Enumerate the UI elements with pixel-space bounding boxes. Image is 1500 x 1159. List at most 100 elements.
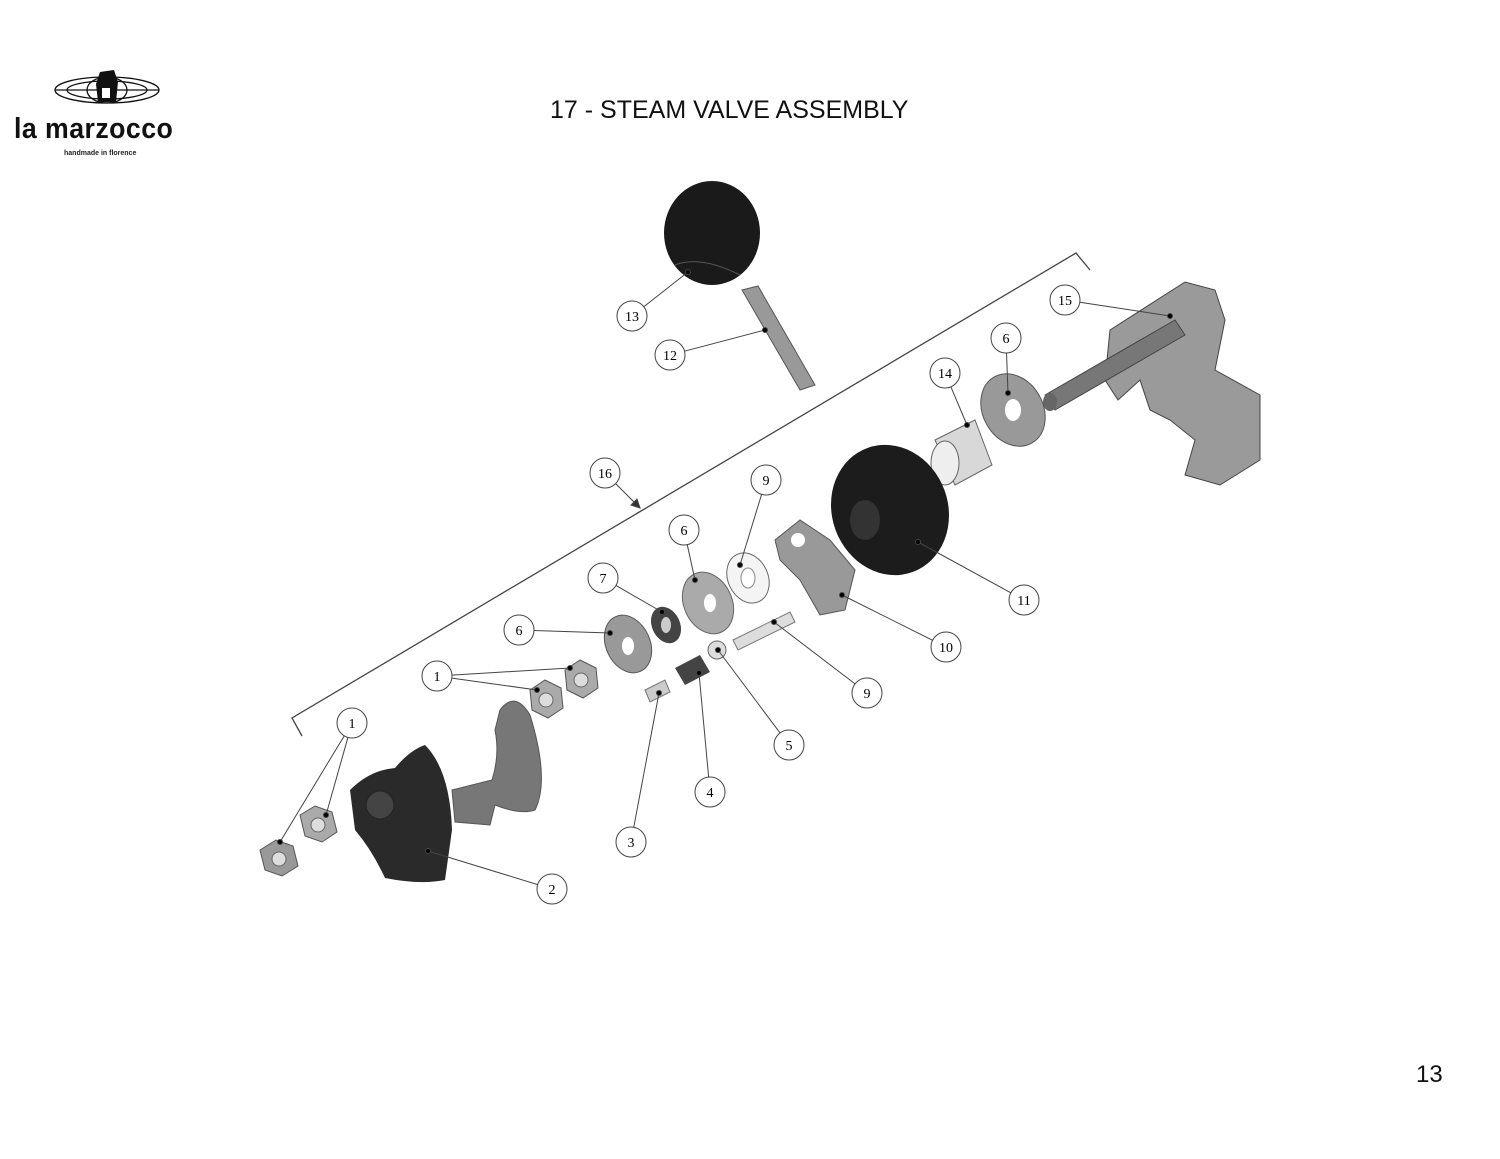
leader-dot: [762, 327, 768, 333]
leader-line: [633, 692, 660, 828]
callout-circle: [750, 464, 782, 496]
callout-label: 15: [1058, 294, 1072, 309]
page-title: 17 - STEAM VALVE ASSEMBLY: [550, 96, 909, 124]
leader-dot: [425, 848, 431, 854]
callout-circle: [589, 457, 621, 489]
assembly-bracket: [291, 252, 1091, 737]
callout-label: 2: [549, 883, 556, 898]
callout-circle: [503, 614, 535, 646]
part-washer-top: [980, 373, 1046, 447]
leader-dot: [915, 539, 921, 545]
callout-12: 12: [654, 339, 686, 371]
part-spring: [675, 655, 710, 685]
callout-3: 3: [615, 826, 647, 858]
callout-circle: [421, 660, 453, 692]
callout-label: 3: [628, 836, 635, 851]
callout-label: 1: [434, 670, 441, 685]
callout-10: 10: [930, 631, 962, 663]
part-plate: [774, 519, 856, 616]
leader-line: [451, 667, 571, 676]
part-cam-lever: [451, 700, 542, 826]
callout-4: 4: [694, 776, 726, 808]
callout-label: 6: [1003, 332, 1010, 347]
leader-dot: [685, 269, 691, 275]
brand-tagline: handmade in florence: [64, 150, 137, 157]
callout-circle: [654, 339, 686, 371]
leader-line: [1079, 301, 1171, 317]
callout-13: 13: [616, 300, 648, 332]
leader-line: [739, 494, 763, 566]
callout-label: 16: [598, 467, 612, 482]
part-bushing: [930, 419, 993, 486]
callout-11: 11: [1008, 584, 1040, 616]
callout-6: 6: [668, 514, 700, 546]
leader-dot: [692, 577, 698, 583]
callout-7: 7: [587, 562, 619, 594]
callout-circle: [773, 729, 805, 761]
leader-dot: [323, 812, 329, 818]
callout-label: 7: [600, 572, 607, 587]
callout-2: 2: [536, 873, 568, 905]
leader-line: [917, 541, 1012, 594]
leader-line: [279, 735, 345, 843]
leader-line: [950, 386, 968, 426]
leader-dot: [607, 630, 613, 636]
callout-14: 14: [929, 357, 961, 389]
callout-9: 9: [750, 464, 782, 496]
callout-label: 1: [349, 717, 356, 732]
callout-circle: [616, 300, 648, 332]
callout-circle: [536, 873, 568, 905]
part-knob: [664, 181, 760, 285]
callout-circle: [1008, 584, 1040, 616]
callout-label: 11: [1017, 594, 1030, 609]
leader-dot: [277, 839, 283, 845]
part-bracket: [1043, 281, 1261, 486]
leader-dot: [839, 592, 845, 598]
callout-circle: [990, 322, 1022, 354]
callout-circle: [668, 514, 700, 546]
leader-dot: [656, 690, 662, 696]
leader-line: [698, 672, 710, 778]
callout-circle: [1049, 284, 1081, 316]
callout-circle: [929, 357, 961, 389]
leader-dot: [696, 670, 702, 676]
part-pin: [732, 611, 796, 651]
leader-dot: [964, 422, 970, 428]
callout-label: 13: [625, 310, 639, 325]
leader-line: [1006, 352, 1009, 394]
callout-circle: [615, 826, 647, 858]
leader-line: [325, 737, 349, 816]
callout-1: 1: [421, 660, 453, 692]
callout-label: 4: [707, 786, 714, 801]
leader-line: [717, 649, 781, 734]
leader-dot: [659, 609, 665, 615]
part-lever-body: [350, 745, 452, 883]
callout-label: 14: [938, 367, 952, 382]
leader-line: [427, 850, 538, 886]
callout-6: 6: [990, 322, 1022, 354]
leader-line: [686, 544, 696, 581]
part-seal-washer: [650, 606, 682, 644]
leader-dot: [715, 647, 721, 653]
leader-dot: [1167, 313, 1173, 319]
leader-lines: [277, 269, 1173, 886]
callout-label: 12: [663, 349, 677, 364]
callout-circle: [694, 776, 726, 808]
leader-line: [615, 585, 663, 613]
leader-line: [773, 621, 856, 685]
callout-1: 1: [336, 707, 368, 739]
part-shaft: [741, 285, 816, 391]
callout-label: 6: [681, 524, 688, 539]
callout-5: 5: [773, 729, 805, 761]
page-number: 13: [1416, 1061, 1443, 1088]
leader-dot: [737, 562, 743, 568]
leader-dot: [567, 665, 573, 671]
brand-name: la marzocco: [14, 113, 174, 145]
la-marzocco-logo-emblem: [54, 70, 160, 104]
callout-label: 6: [516, 624, 523, 639]
part-washer-6: [681, 571, 735, 635]
callout-15: 15: [1049, 284, 1081, 316]
